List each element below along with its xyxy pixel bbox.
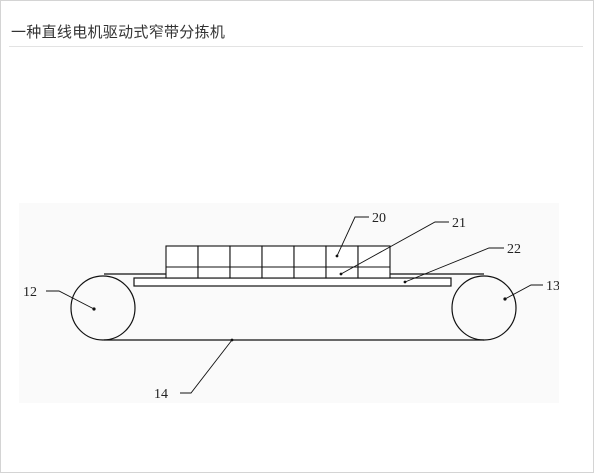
left-pulley [70,275,136,341]
leader-line-22 [404,247,504,283]
cart-box [197,245,231,279]
page-title: 一种直线电机驱动式窄带分拣机 [11,23,226,41]
cart-box [261,245,295,279]
patent-drawing: 20 21 22 12 13 14 [19,203,560,403]
label-13: 13 [546,279,559,294]
base-plate [133,277,452,287]
title-divider [9,46,583,47]
label-20: 20 [372,211,386,226]
leader-line-21 [340,221,449,275]
label-12: 12 [23,285,37,300]
leader-line-14 [180,339,233,394]
cart-box [229,245,263,279]
title-bar: 一种直线电机驱动式窄带分拣机 [1,1,593,47]
right-pulley [451,275,517,341]
leader-line-12 [46,290,95,310]
label-21: 21 [452,216,466,231]
carts-row [165,245,391,279]
label-22: 22 [507,242,521,257]
figure-background [19,203,559,403]
cart-box [293,245,327,279]
patent-figure: 20 21 22 12 13 14 [19,203,560,407]
leader-line-20 [336,216,369,257]
leader-line-13 [504,284,543,300]
label-14: 14 [154,387,168,402]
cart-box [165,245,199,279]
cart-box [325,245,359,279]
